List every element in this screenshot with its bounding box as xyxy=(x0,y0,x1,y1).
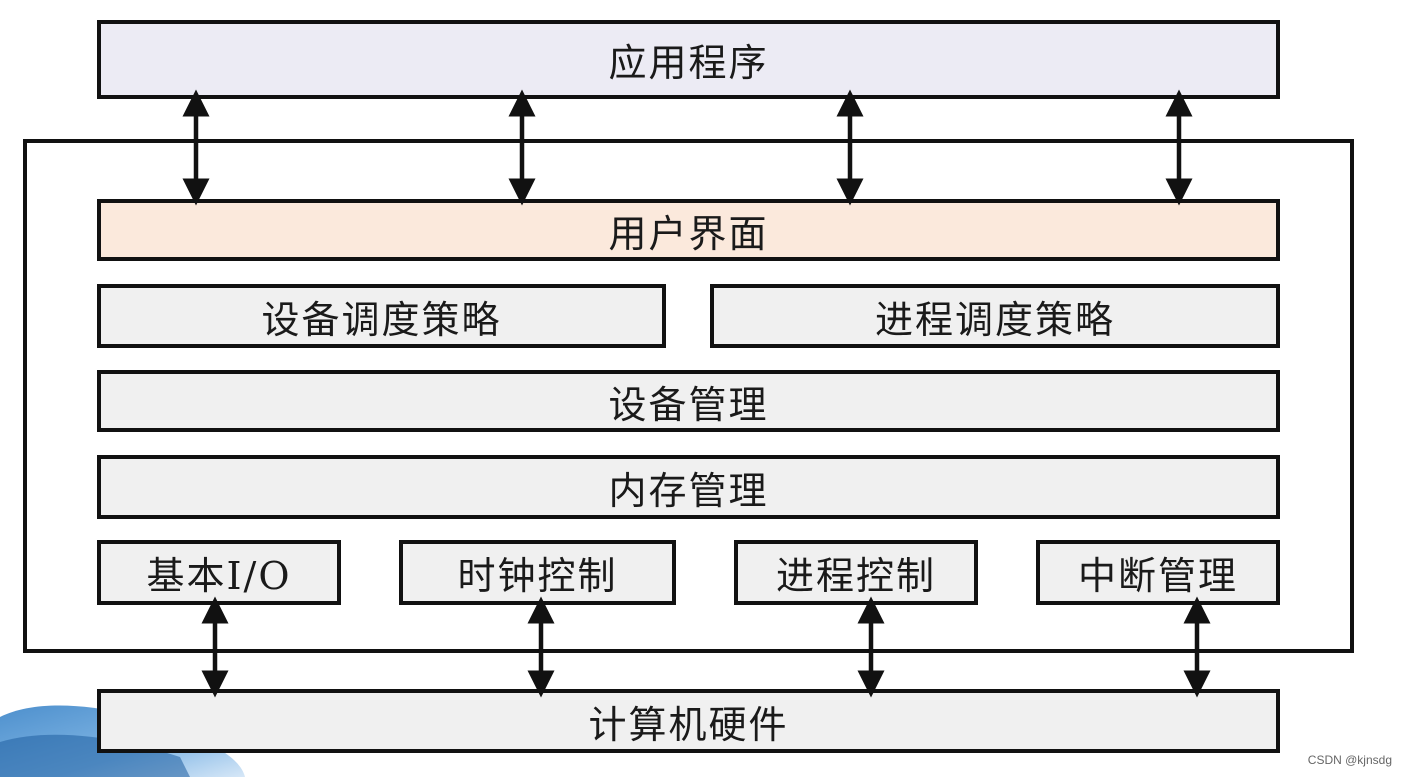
device-management: 设备管理 xyxy=(97,370,1280,432)
interrupt-management: 中断管理 xyxy=(1036,540,1280,605)
kernel-boundary xyxy=(23,139,1354,653)
process-scheduling-policy: 进程调度策略 xyxy=(710,284,1280,348)
memory-management: 内存管理 xyxy=(97,455,1280,519)
process-control: 进程控制 xyxy=(734,540,978,605)
device-scheduling-policy: 设备调度策略 xyxy=(97,284,666,348)
clock-control: 时钟控制 xyxy=(399,540,676,605)
application-layer: 应用程序 xyxy=(97,20,1280,99)
watermark: CSDN @kjnsdg xyxy=(1307,753,1392,767)
user-interface-layer: 用户界面 xyxy=(97,199,1280,261)
computer-hardware-layer: 计算机硬件 xyxy=(97,689,1280,753)
